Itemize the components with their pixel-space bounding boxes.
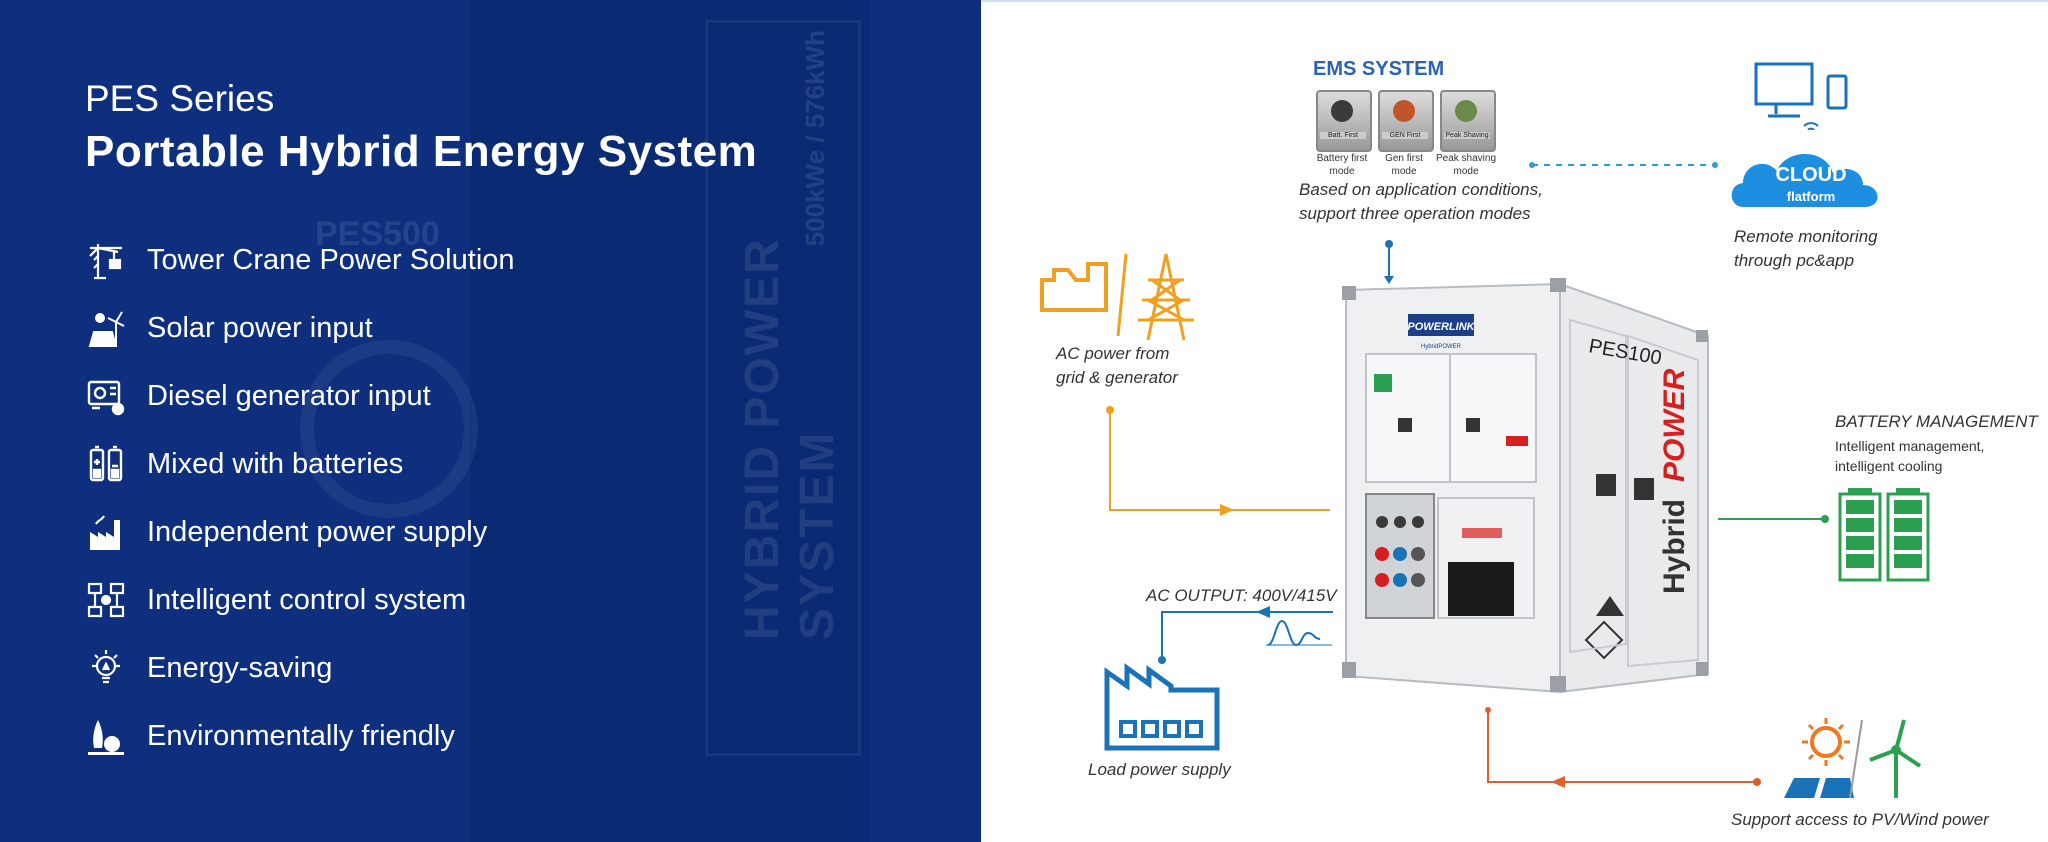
feature-label: Tower Crane Power Solution [147, 243, 515, 276]
factory-icon [85, 511, 127, 553]
ems-title: EMS SYSTEM [1313, 58, 1445, 80]
cloud-subtitle: flatform [1787, 189, 1835, 204]
feature-label: Intelligent control system [147, 583, 467, 616]
load-caption: Load power supply [1088, 760, 1231, 779]
grid-generator-icon [1040, 253, 1194, 341]
battery-title: BATTERY MANAGEMENT [1835, 412, 2038, 431]
feature-item: Independent power supply [85, 510, 487, 554]
cloud-flow [1529, 162, 1718, 168]
ems-caption: Based on application conditions,support … [1299, 180, 1543, 223]
left-panel: HYBRID POWER SYSTEM PES500 500kWe / 576k… [0, 0, 981, 842]
battery-first-mode-button: Batt. First [1316, 90, 1372, 152]
feature-label: Solar power input [147, 311, 373, 344]
unit-side-text: Hybrid [1658, 499, 1691, 594]
ac-input-flow [1106, 406, 1330, 516]
renewables-caption: Support access to PV/Wind power [1731, 810, 1989, 829]
feature-label: Environmentally friendly [147, 719, 455, 752]
feature-item: Mixed with batteries [85, 442, 403, 486]
generator-mode-icon [1393, 100, 1415, 122]
battery-flow [1718, 515, 1829, 523]
background-container-image [470, 0, 870, 842]
feature-item: Tower Crane Power Solution [85, 238, 515, 282]
battery-mode-icon [1331, 100, 1353, 122]
tree-icon [85, 715, 127, 757]
mode-screen-label: Batt. First [1320, 132, 1366, 139]
feature-label: Mixed with batteries [147, 447, 404, 480]
mode-screen-label: GEN First [1382, 132, 1428, 139]
ems-flow [1384, 240, 1394, 284]
feature-item: Intelligent control system [85, 578, 466, 622]
solar-wind-icon [85, 307, 127, 349]
feature-item: Solar power input [85, 306, 373, 350]
pes100-unit: POWERLINK HybridPOWER PES100 Hybrid POWE… [1342, 278, 1709, 694]
feature-label: Diesel generator input [147, 379, 431, 412]
gen-first-mode-button: GEN First [1378, 90, 1434, 152]
background-model-text: PES500 [315, 215, 440, 253]
feature-item: Environmentally friendly [85, 714, 455, 758]
pv-wind-icon [1784, 718, 1922, 799]
tower-crane-icon [85, 239, 127, 281]
feature-label: Independent power supply [147, 515, 488, 548]
cloud-icon: CLOUD flatform [1731, 154, 1878, 207]
ac-output-caption: AC OUTPUT: 400V/415V [1146, 586, 1337, 605]
unit-brand: POWERLINK [1407, 321, 1475, 333]
feature-item: Diesel generator input [85, 374, 431, 418]
feature-label: Energy-saving [147, 651, 333, 684]
battery-icon [85, 443, 127, 485]
ac-output-flow [1158, 606, 1333, 664]
page-title: Portable Hybrid Energy System [85, 127, 758, 176]
monitor-phone-icon [1754, 62, 1848, 130]
feature-item: Energy-saving [85, 646, 332, 690]
battery-pack-icon [1838, 488, 1930, 582]
mode-screen-label: Peak Shaving [1444, 132, 1490, 139]
top-divider [981, 0, 2048, 2]
load-factory-icon [1104, 663, 1220, 751]
cloud-title: CLOUD [1775, 164, 1846, 186]
control-network-icon [85, 579, 127, 621]
series-subtitle: PES Series [85, 78, 275, 119]
background-container-panel [705, 20, 861, 756]
diesel-generator-icon [85, 375, 127, 417]
peak-mode-icon [1455, 100, 1477, 122]
renewables-flow [1485, 707, 1761, 788]
unit-brand-sub: HybridPOWER [1421, 344, 1462, 350]
peak-shaving-mode-button: Peak Shaving [1440, 90, 1496, 152]
lightbulb-icon [85, 647, 127, 689]
unit-side-text-red: POWER [1658, 368, 1691, 482]
battery-caption: Intelligent management,intelligent cooli… [1835, 438, 1985, 474]
